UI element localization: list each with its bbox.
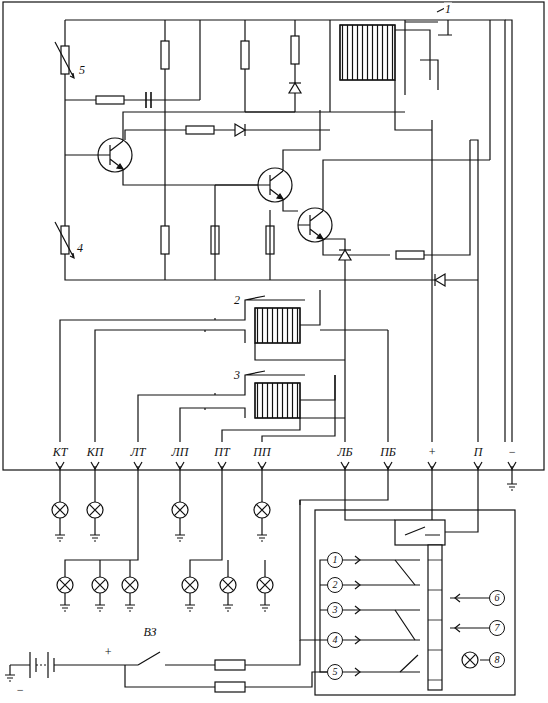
terminal-label: ПТ — [213, 446, 230, 459]
circled-number: 5 — [327, 664, 343, 680]
terminal-label: ЛП — [171, 446, 190, 459]
circled-number: 2 — [327, 577, 343, 593]
number-text: 6 — [495, 593, 500, 603]
callout-number: 2 — [233, 294, 241, 307]
terminal-label: − — [15, 684, 25, 697]
terminal-label: ЛБ — [336, 446, 353, 459]
circled-number: 3 — [327, 602, 343, 618]
circled-number: 8 — [489, 652, 505, 668]
circled-number: 4 — [327, 632, 343, 648]
callout-number: 5 — [78, 64, 86, 77]
terminal-label: ПБ — [379, 446, 397, 459]
number-text: 2 — [333, 580, 338, 590]
terminal-label: ЛТ — [130, 446, 147, 459]
terminal-label: ПП — [252, 446, 271, 459]
circled-number: 7 — [489, 620, 505, 636]
terminal-label: + — [427, 446, 437, 459]
number-text: 7 — [495, 623, 500, 633]
callout-number: 3 — [233, 369, 241, 382]
number-text: 1 — [333, 555, 338, 565]
terminal-label: − — [507, 446, 517, 459]
callout-number: 4 — [76, 242, 84, 255]
number-text: 5 — [333, 667, 338, 677]
circled-number: 1 — [327, 552, 343, 568]
number-text: 3 — [333, 605, 338, 615]
terminal-label: КТ — [52, 446, 69, 459]
terminal-label: + — [103, 646, 113, 659]
circled-number: 6 — [489, 590, 505, 606]
terminal-label: П — [473, 446, 484, 459]
number-text: 8 — [495, 655, 500, 665]
terminal-label: ВЗ — [143, 626, 158, 639]
terminal-label: КП — [86, 446, 105, 459]
number-text: 4 — [333, 635, 338, 645]
callout-number: 1 — [444, 3, 452, 16]
